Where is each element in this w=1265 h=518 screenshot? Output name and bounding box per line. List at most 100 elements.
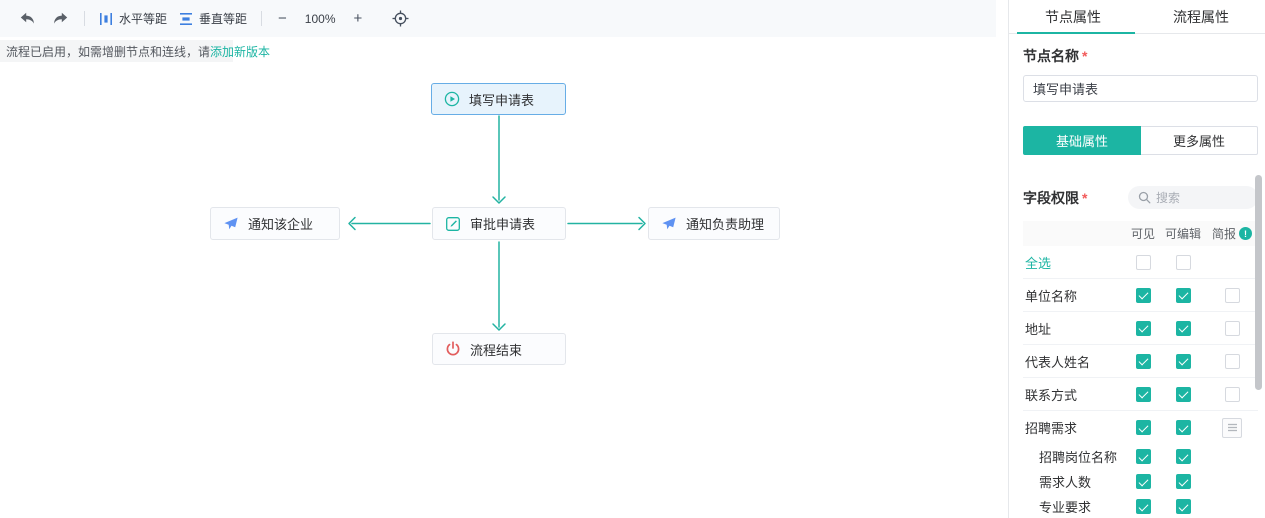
- checkbox-editable[interactable]: [1175, 353, 1191, 369]
- menu-lines-icon: [1227, 423, 1237, 432]
- play-icon: [444, 91, 460, 107]
- table-row: 联系方式: [1023, 378, 1258, 411]
- checkbox-brief[interactable]: [1224, 287, 1240, 303]
- checkbox-editable[interactable]: [1175, 420, 1191, 435]
- field-name: 单位名称: [1025, 288, 1078, 304]
- tab-node-properties[interactable]: 节点属性: [1045, 8, 1101, 25]
- undo-arrow-icon: [20, 12, 34, 24]
- form-edit-icon: [446, 216, 460, 231]
- node-label: 填写申请表: [469, 92, 535, 108]
- node-name-label: 节点名称*: [1023, 48, 1088, 64]
- flow-node-approve[interactable]: 审批申请表: [432, 207, 566, 240]
- field-permission-label: 字段权限*: [1023, 189, 1088, 206]
- checkbox-visible[interactable]: [1135, 420, 1151, 435]
- canvas-toolbar: 水平等距 垂直等距 − 100% +: [0, 0, 996, 37]
- checkbox-visible[interactable]: [1135, 386, 1151, 402]
- toolbar-divider: [84, 11, 85, 26]
- checkbox-visible[interactable]: [1135, 320, 1151, 336]
- checkbox-visible[interactable]: [1135, 287, 1151, 303]
- power-icon: [446, 341, 460, 356]
- checkbox-editable-all[interactable]: [1175, 254, 1191, 270]
- checkbox-editable[interactable]: [1175, 287, 1191, 303]
- panel-scrollbar[interactable]: [1255, 175, 1262, 390]
- toolbar-divider: [261, 11, 263, 26]
- checkbox-brief[interactable]: [1224, 320, 1240, 336]
- field-name: 招聘岗位名称: [1039, 450, 1118, 465]
- field-search-box[interactable]: [1128, 186, 1258, 209]
- search-input[interactable]: [1156, 190, 1246, 205]
- checkbox-editable[interactable]: [1175, 449, 1191, 464]
- vertical-spacing-button[interactable]: 垂直等距: [173, 6, 253, 31]
- table-sub-row: 专业要求: [1023, 494, 1258, 518]
- required-asterisk: *: [1082, 189, 1088, 206]
- flow-edges: [348, 115, 646, 331]
- checkbox-editable[interactable]: [1175, 474, 1191, 489]
- table-row: 单位名称: [1023, 279, 1258, 312]
- zoom-level: 100%: [304, 11, 336, 26]
- node-label: 通知该企业: [248, 217, 314, 232]
- tab-more-properties[interactable]: 更多属性: [1141, 126, 1258, 155]
- field-name: 联系方式: [1025, 387, 1078, 403]
- field-name: 代表人姓名: [1025, 354, 1091, 370]
- select-all-link[interactable]: 全选: [1025, 255, 1052, 271]
- horizontal-spacing-label: 水平等距: [119, 12, 168, 26]
- checkbox-visible-all[interactable]: [1135, 254, 1151, 270]
- redo-button[interactable]: [44, 8, 76, 29]
- checkbox-editable[interactable]: [1175, 386, 1191, 402]
- table-sub-row: 需求人数: [1023, 469, 1258, 494]
- flow-node-notify-company[interactable]: 通知该企业: [210, 207, 340, 240]
- send-icon: [224, 217, 238, 229]
- column-brief: 简报 !: [1206, 225, 1258, 242]
- zoom-in-button[interactable]: +: [353, 10, 363, 27]
- column-editable: 可编辑: [1164, 227, 1201, 241]
- checkbox-editable[interactable]: [1175, 499, 1191, 514]
- checkbox-editable[interactable]: [1175, 320, 1191, 336]
- table-row: 地址: [1023, 312, 1258, 345]
- field-name: 专业要求: [1039, 500, 1092, 515]
- active-tab-indicator: [1017, 32, 1135, 34]
- table-sub-row: 招聘岗位名称: [1023, 444, 1258, 469]
- table-row-select-all: 全选: [1023, 246, 1258, 279]
- checkbox-brief[interactable]: [1224, 386, 1240, 402]
- flow-canvas[interactable]: 水平等距 垂直等距 − 100% + 流程已启用，如需增删节点和: [0, 0, 1008, 518]
- node-label: 通知负责助理: [686, 217, 765, 232]
- checkbox-visible[interactable]: [1135, 474, 1151, 489]
- flow-node-start[interactable]: 填写申请表: [431, 83, 566, 115]
- node-name-input[interactable]: [1023, 75, 1258, 102]
- node-label: 审批申请表: [470, 217, 536, 232]
- send-icon: [662, 217, 676, 229]
- zoom-out-button[interactable]: −: [278, 10, 287, 27]
- tab-basic-properties[interactable]: 基础属性: [1023, 126, 1141, 155]
- checkbox-visible[interactable]: [1135, 353, 1151, 369]
- checkbox-brief[interactable]: [1224, 353, 1240, 369]
- locate-button[interactable]: [384, 6, 417, 31]
- notice-text: 流程已启用，如需增删节点和连线，请: [6, 44, 211, 59]
- redo-arrow-icon: [54, 12, 68, 24]
- table-header-row: 可见 可编辑 简报 !: [1023, 221, 1258, 246]
- column-visible: 可见: [1130, 227, 1155, 241]
- checkbox-visible[interactable]: [1135, 499, 1151, 514]
- checkbox-visible[interactable]: [1135, 449, 1151, 464]
- flow-node-notify-assistant[interactable]: 通知负责助理: [648, 207, 780, 240]
- field-name: 需求人数: [1039, 475, 1092, 490]
- add-new-version-link[interactable]: 添加新版本: [210, 44, 271, 59]
- panel-tab-bar: 节点属性 流程属性: [1009, 0, 1265, 34]
- crosshair-icon: [392, 10, 409, 27]
- table-row: 招聘需求: [1023, 411, 1258, 444]
- table-row: 代表人姓名: [1023, 345, 1258, 378]
- tab-flow-properties[interactable]: 流程属性: [1173, 8, 1229, 25]
- field-name: 地址: [1025, 321, 1052, 337]
- version-notice: 流程已启用，如需增删节点和连线，请添加新版本: [0, 40, 270, 62]
- distribute-horizontal-icon: [100, 12, 112, 25]
- flow-node-end[interactable]: 流程结束: [432, 333, 566, 365]
- brief-menu-button[interactable]: [1222, 417, 1242, 438]
- search-icon: [1138, 191, 1151, 204]
- info-circle-icon[interactable]: !: [1239, 227, 1252, 240]
- properties-panel: 节点属性 流程属性 节点名称* 基础属性 更多属性 字段权限*: [1008, 0, 1265, 518]
- undo-button[interactable]: [12, 8, 44, 29]
- field-permission-table: 可见 可编辑 简报 ! 全选 单位名称 地址: [1023, 221, 1258, 518]
- horizontal-spacing-button[interactable]: 水平等距: [93, 6, 173, 31]
- node-label: 流程结束: [470, 342, 523, 358]
- vertical-spacing-label: 垂直等距: [199, 12, 248, 26]
- property-segment-control: 基础属性 更多属性: [1023, 126, 1258, 155]
